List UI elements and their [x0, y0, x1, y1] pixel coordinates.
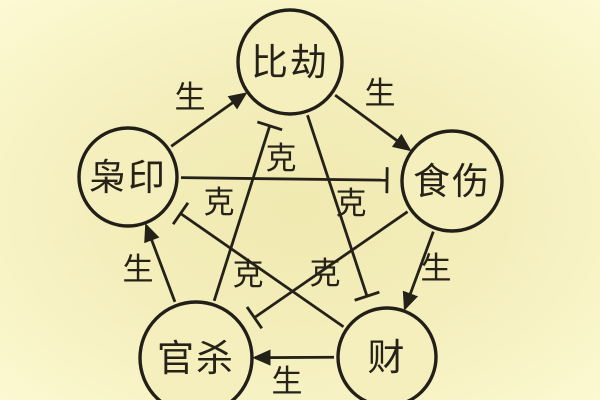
edge-overcome-bijie-cai [306, 114, 369, 297]
edge-label-shishang-guansha: 克 [310, 256, 341, 292]
edges-layer [144, 92, 435, 366]
node-label-bijie: 比劫 [251, 41, 329, 84]
node-circle-xiaoyin [77, 126, 179, 228]
labels-layer: 生生生生生克克克克克 [123, 76, 452, 400]
node-label-shishang: 食伤 [413, 160, 491, 203]
edge-label-cai-xiaoyin: 克 [204, 185, 235, 221]
edge-overcome-xiaoyin-shishang [180, 176, 388, 182]
edge-overcome-shishang-guansha [253, 210, 409, 319]
edge-label-xiaoyin-shishang: 克 [266, 141, 297, 177]
node-circle-guansha [138, 300, 254, 400]
tbar-icon-shishang-guansha [245, 306, 263, 330]
edge-label-guansha-bijie: 克 [233, 257, 264, 293]
edge-label-xiaoyin-bijie: 生 [175, 80, 206, 116]
edge-label-cai-guansha: 生 [272, 364, 303, 400]
node-circle-bijie [236, 8, 344, 116]
tbar-icon-cai-xiaoyin [171, 202, 190, 225]
edge-label-bijie-shishang: 生 [365, 76, 396, 112]
node-label-cai: 财 [368, 336, 407, 379]
edge-generate-xiaoyin-bijie [170, 92, 248, 148]
edge-label-guansha-xiaoyin: 生 [123, 252, 154, 288]
node-label-guansha: 官杀 [157, 337, 235, 380]
tbar-icon-guansha-bijie [256, 120, 283, 132]
edge-overcome-cai-xiaoyin [179, 212, 345, 328]
node-label-xiaoyin: 枭印 [89, 156, 167, 199]
node-circle-cai [336, 306, 438, 400]
node-circle-shishang [400, 129, 504, 233]
edge-generate-guansha-xiaoyin [144, 223, 177, 303]
edge-label-shishang-cai: 生 [421, 251, 452, 287]
edge-overcome-guansha-bijie [212, 125, 272, 302]
tbar-icon-bijie-cai [354, 290, 380, 302]
edge-label-bijie-cai: 克 [336, 186, 367, 222]
edge-generate-bijie-shishang [334, 94, 412, 152]
edge-generate-shishang-cai [402, 231, 435, 311]
